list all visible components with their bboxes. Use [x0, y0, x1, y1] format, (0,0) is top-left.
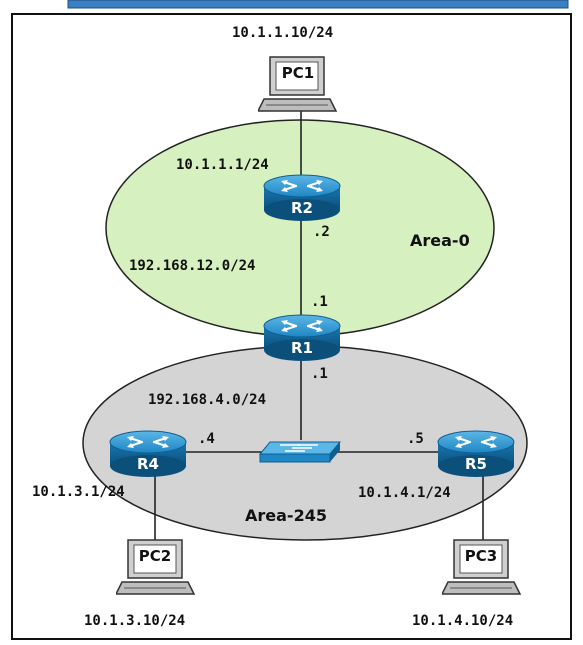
- r4-label: R4: [137, 455, 159, 473]
- r5-lan-ip-label: 10.1.4.1/24: [358, 485, 451, 501]
- router-r5: R5: [436, 429, 516, 478]
- area-0-label: Area-0: [410, 231, 470, 250]
- r1-label: R1: [291, 339, 313, 357]
- top-caption-bar: [67, 0, 569, 9]
- pc3: PC3: [442, 539, 521, 595]
- pc2: PC2: [116, 539, 195, 595]
- router-r2: R2: [262, 173, 342, 222]
- pc1-ip-label: 10.1.1.10/24: [232, 25, 333, 41]
- r2-lan-ip-label: 10.1.1.1/24: [176, 157, 269, 173]
- pc3-label: PC3: [465, 547, 497, 565]
- r4-lan-ip-label: 10.1.3.1/24: [32, 484, 125, 500]
- r1-top-if-label: .1: [311, 294, 328, 310]
- r4-if-label: .4: [198, 431, 215, 447]
- router-r4: R4: [108, 429, 188, 478]
- router-r1: R1: [262, 313, 342, 362]
- area-0-region: [105, 119, 495, 337]
- pc1-label: PC1: [282, 64, 314, 82]
- pc3-ip-label: 10.1.4.10/24: [412, 613, 513, 629]
- net-12-label: 192.168.12.0/24: [129, 258, 255, 274]
- pc2-label: PC2: [139, 547, 171, 565]
- r2-label: R2: [291, 199, 313, 217]
- r5-label: R5: [465, 455, 487, 473]
- net-4-label: 192.168.4.0/24: [148, 392, 266, 408]
- diagram-frame: [11, 13, 572, 640]
- pc2-ip-label: 10.1.3.10/24: [84, 613, 185, 629]
- pc1: PC1: [258, 56, 337, 112]
- r2-if-label: .2: [313, 224, 330, 240]
- r5-if-label: .5: [407, 431, 424, 447]
- area-245-label: Area-245: [245, 506, 327, 525]
- r1-bottom-if-label: .1: [311, 366, 328, 382]
- switch-icon: [258, 441, 342, 463]
